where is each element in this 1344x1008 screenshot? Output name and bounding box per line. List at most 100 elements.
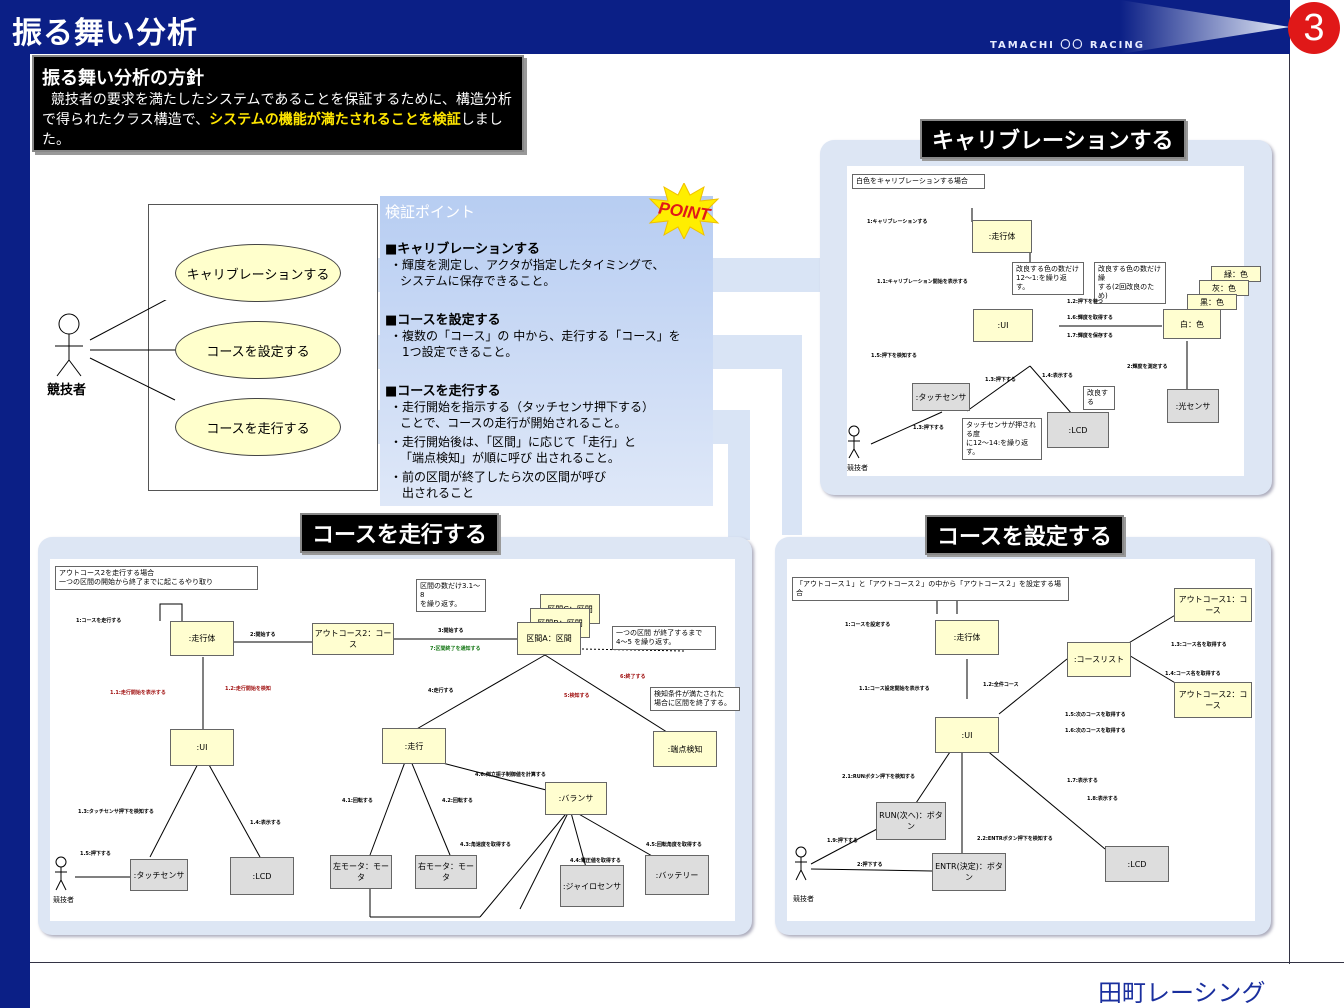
left-sidebar-bar (0, 0, 30, 1008)
run-box-battery: :バッテリー (645, 855, 709, 895)
run-box-balancer: :バランサ (545, 782, 607, 815)
set-msg: 1.4:コース名を取得する (1165, 671, 1221, 677)
cal-msg: 1:キャリブレーションする (867, 219, 928, 225)
cal-msg: 1.2:押下を待つ (1067, 299, 1103, 305)
header-bar (0, 0, 1290, 54)
run-msg: 4.3:角速度を取得する (460, 842, 511, 848)
cal-msg: 1.7:輝度を保存する (1067, 333, 1113, 339)
link-calibration (89, 300, 167, 341)
connector-band-course-run-down (728, 410, 750, 540)
run-note-loop: 一つの区間 が終了するまで 4～5 を繰り返す。 (612, 626, 716, 650)
footer-company-name: 田町レーシング (1098, 979, 1266, 1007)
set-box-out2: アウトコース2：コース (1174, 682, 1252, 718)
set-msg: 1.8:表示する (1087, 796, 1118, 802)
cal-msg: 1.4:表示する (1042, 373, 1073, 379)
verify-head-calibration: ■キャリブレーションする (385, 242, 541, 257)
verification-title: 検証ポイント (385, 203, 476, 221)
run-box-run: :走行 (382, 728, 446, 764)
right-divider (1289, 54, 1290, 964)
link-course-run (89, 357, 176, 401)
course-run-title: コースを走行する (300, 513, 499, 553)
set-msg: 1.6:次のコースを取得する (1065, 728, 1126, 734)
run-msg: 1.4:表示する (250, 820, 281, 826)
run-msg: 3:開始する (438, 628, 464, 634)
set-msg: 1.2:全件コース (983, 682, 1019, 688)
set-actor-label: 競技者 (793, 895, 814, 903)
run-actor-label: 競技者 (53, 896, 74, 904)
calibration-links (848, 208, 1188, 459)
cal-box-green: 緑：色 (1211, 266, 1261, 282)
verify-line: ・前の区間が終了したら次の区間が呼び (390, 470, 607, 484)
course-set-links (795, 596, 1178, 881)
verify-head-course-run: ■コースを走行する (385, 384, 501, 399)
cal-msg: 1.5:押下を検知する (871, 353, 917, 359)
course-set-panel: 「アウトコース１」と「アウトコース２」の中から「アウトコース２」を設定する場合 … (775, 515, 1271, 935)
cal-actor-label: 競技者 (847, 464, 868, 472)
cal-box-white: 白：色 (1163, 309, 1221, 339)
set-msg: 2.2:ENTRボタン押下を検知する (977, 836, 1053, 842)
set-box-run-button: RUN(次へ)：ボタン (876, 802, 946, 840)
actor-label: 競技者 (47, 383, 87, 398)
set-box-course-list: :コースリスト (1067, 642, 1131, 677)
set-note-top: 「アウトコース１」と「アウトコース２」の中から「アウトコース２」を設定する場合 (792, 577, 1069, 601)
brand-logo: TAMACHI 〇〇 RACING (990, 40, 1145, 51)
actor-left-leg (56, 359, 70, 377)
cal-box-black: 黒：色 (1187, 294, 1237, 310)
cal-note-change: 改良する色の数だけ繰 する(2回改良のため) (1094, 262, 1166, 304)
calibration-panel: 白色をキャリブレーションする場合 :走行体 :UI :タッチセンサ :LCD :… (820, 119, 1272, 495)
cal-msg: 1.3:押下する (913, 425, 944, 431)
course-set-diagram: 「アウトコース１」と「アウトコース２」の中から「アウトコース２」を設定する場合 … (787, 559, 1255, 921)
page-title: 振る舞い分析 (12, 16, 198, 51)
course-run-diagram: アウトコース2を走行する場合 一つの区間の開始から終了までに起こるやり取り :走… (50, 559, 740, 921)
policy-text-2: しました。 (42, 112, 503, 148)
policy-highlight: システムの機能が満たされることを検証 (209, 112, 461, 128)
usecase-course-set: コースを設定する (175, 321, 341, 379)
set-msg: 1.1:コース設定開始を表示する (859, 686, 930, 692)
set-msg: 1:コースを設定する (845, 622, 891, 628)
cal-msg: 2:輝度を測定する (1127, 364, 1168, 370)
verify-line: ことで、コースの走行が開始されること。 (400, 416, 627, 430)
policy-body: 競技者の要求を満たしたシステムであることを保証するために、構造分析で得られたクラ… (42, 90, 514, 150)
course-run-panel: アウトコース2を走行する場合 一つの区間の開始から終了までに起こるやり取り :走… (38, 513, 752, 935)
run-box-touch: :タッチセンサ (130, 859, 188, 891)
run-msg: 4.4:電圧値を取得する (570, 858, 621, 864)
set-msg: 1.9:押下する (827, 838, 858, 844)
run-note-edge: 検知条件が満たされた 場合に区間を終了する。 (650, 687, 740, 711)
verify-head-course-set: ■コースを設定する (385, 313, 501, 328)
actor-right-leg (68, 359, 82, 377)
calibration-note-top: 白色をキャリブレーションする場合 (852, 174, 985, 189)
verify-line: ・走行開始後は、「区間」に応じて「走行」と (390, 435, 637, 449)
footer-divider (30, 962, 1344, 963)
run-msg: 2:開始する (250, 632, 276, 638)
cal-note-repeat: 改良する色の数だけ 12～1:を繰り返す。 (1012, 262, 1084, 295)
page-number-badge: 3 (1288, 2, 1340, 54)
cal-note-small: 改良する (1083, 386, 1115, 410)
run-msg: 4.5:回転角度を取得する (646, 842, 702, 848)
set-msg: 1.7:表示する (1067, 778, 1098, 784)
set-box-lcd: :LCD (1105, 846, 1169, 882)
run-msg: 1.2:走行開始を検知 (225, 686, 271, 692)
verify-line: ・輝度を測定し、アクタが指定したタイミングで、 (390, 258, 665, 272)
set-box-entr-button: ENTR(決定)：ボタン (932, 853, 1006, 891)
set-box-out1: アウトコース1：コース (1174, 588, 1252, 622)
verify-line: 1つ設定できること。 (402, 345, 518, 359)
cal-msg: 1.6:輝度を取得する (1067, 315, 1113, 321)
cal-box-ui: :UI (973, 309, 1033, 342)
run-box-gyro: :ジャイロセンサ (560, 865, 624, 907)
verify-line: 「端点検知」が順に呼び 出されること。 (400, 451, 620, 465)
run-box-course: アウトコース2：コース (312, 623, 394, 655)
cal-note-touch-repeat: タッチセンサが押される度 に12～14:を繰り返す。 (962, 418, 1042, 460)
calibration-diagram: 白色をキャリブレーションする場合 :走行体 :UI :タッチセンサ :LCD :… (847, 166, 1261, 476)
run-msg: 1.3:タッチセンサ押下を検知する (78, 809, 154, 815)
set-box-runner: :走行体 (935, 620, 999, 655)
run-box-lcd: :LCD (230, 857, 294, 895)
cal-msg: 1.3:押下する (985, 377, 1016, 383)
calibration-title: キャリブレーションする (920, 119, 1186, 159)
run-msg: 4.6:倒立振子制御値を計算する (475, 772, 546, 778)
run-msg: 4.2:回転する (442, 798, 473, 804)
run-msg: 6:終了する (620, 674, 646, 680)
run-msg: 4.1:回転する (342, 798, 373, 804)
run-msg: 1:コースを走行する (76, 618, 122, 624)
actor-head (58, 313, 80, 335)
run-note-section-repeat: 区間の数だけ3.1～8 を繰り返す。 (416, 579, 486, 612)
